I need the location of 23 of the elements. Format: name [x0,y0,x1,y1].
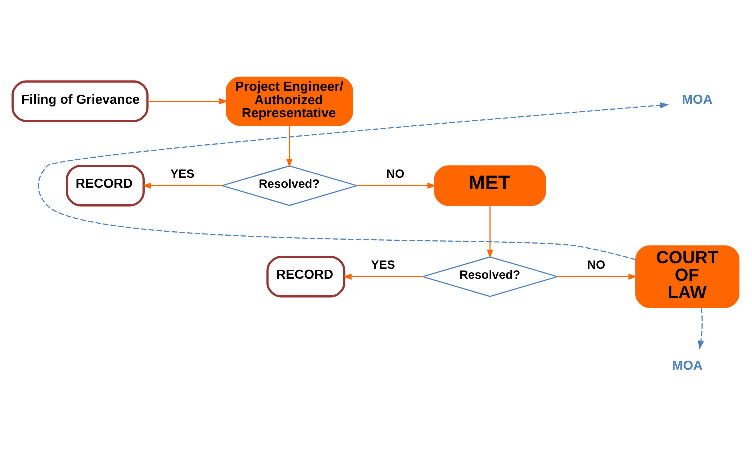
node-box: Filing of Grievance [12,80,149,122]
node-diamond: Resolved? [420,256,560,298]
node-box: COURT OF LAW [636,246,740,308]
node-text: MOA [672,358,703,374]
arrow [148,98,228,105]
arrow [698,308,704,350]
arrow [286,126,293,168]
edge-label: NO [386,167,405,182]
arrow [558,274,638,280]
node-box: Project Engineer/ Authorized Representative [226,76,354,126]
arrow [343,274,424,280]
arrow [38,102,670,260]
edge-label: YES [170,167,195,182]
node-box: RECORD [266,256,346,298]
node-box: MET [434,166,546,206]
edge-label: YES [371,258,396,272]
node-text: MOA [682,92,713,107]
arrow [142,182,222,189]
node-box: RECORD [66,165,145,207]
arrow [357,182,436,189]
edge-label: NO [587,258,606,272]
node-diamond: Resolved? [220,166,359,206]
arrow [487,206,494,259]
